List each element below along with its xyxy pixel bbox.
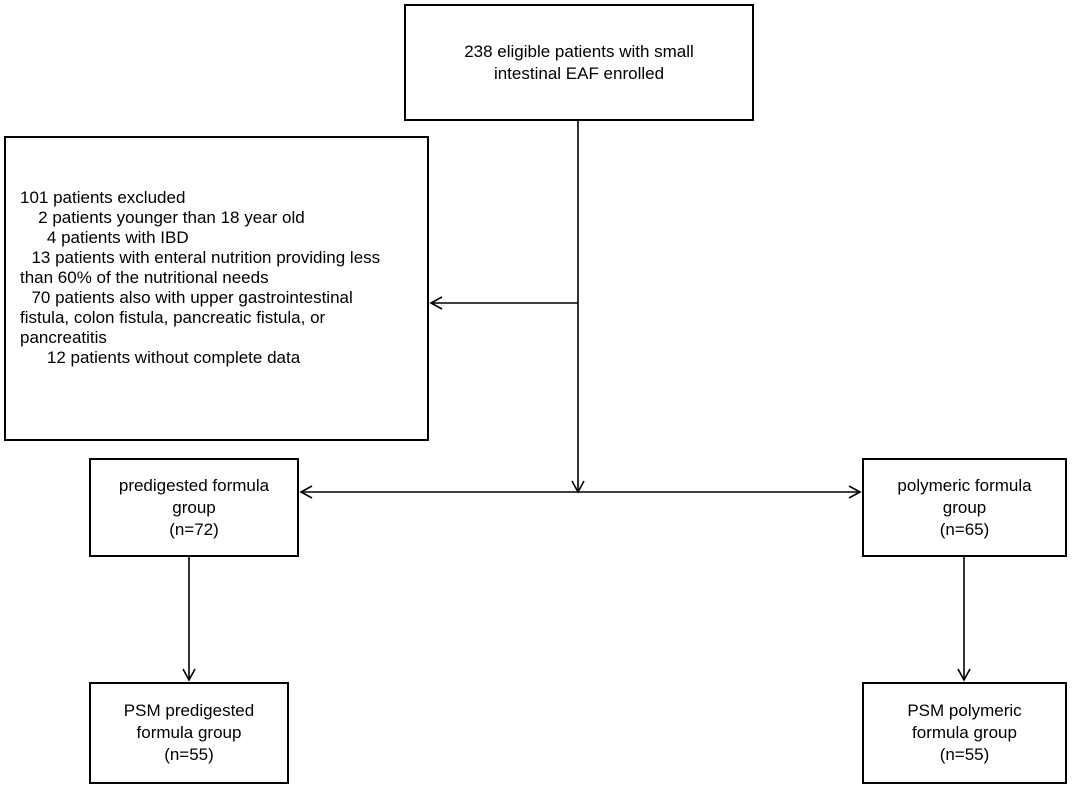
psm-polymeric-line-1: PSM polymeric — [907, 701, 1022, 720]
excluded-line-1: 101 patients excluded — [20, 188, 186, 207]
psm-polymeric-group-box: PSM polymeric formula group (n=55) — [862, 682, 1067, 784]
polymeric-line-2: group — [942, 497, 987, 517]
excluded-patients-box: 101 patients excluded 2 patients younger… — [4, 136, 429, 441]
enrolled-line-1: 238 eligible patients with small — [464, 41, 694, 61]
enrolled-patients-box: 238 eligible patients with small intesti… — [404, 4, 754, 121]
psm-predigested-line-1: PSM predigested — [123, 701, 255, 720]
psm-predigested-group-box: PSM predigested formula group (n=55) — [89, 682, 289, 784]
polymeric-line-1: polymeric formula — [897, 475, 1032, 495]
excluded-line-5: than 60% of the nutritional needs — [20, 268, 269, 287]
predigested-line-2: group — [172, 497, 216, 517]
psm-polymeric-line-2: formula group — [912, 723, 1017, 742]
enrolled-line-2: intestinal EAF enrolled — [493, 63, 665, 83]
psm-predigested-line-2: formula group — [136, 723, 242, 742]
predigested-group-box: predigested formula group (n=72) — [89, 458, 299, 557]
excluded-line-7: fistula, colon fistula, pancreatic fistu… — [20, 308, 326, 327]
polymeric-group-box: polymeric formula group (n=65) — [862, 458, 1067, 557]
excluded-line-8: pancreatitis — [20, 328, 107, 347]
excluded-line-4: 13 patients with enteral nutrition provi… — [22, 248, 381, 267]
excluded-line-3: 4 patients with IBD — [28, 228, 189, 247]
psm-predigested-line-3: (n=55) — [164, 745, 214, 764]
excluded-line-9: 12 patients without complete data — [28, 348, 301, 367]
psm-polymeric-line-3: (n=55) — [939, 745, 990, 764]
excluded-line-2: 2 patients younger than 18 year old — [24, 208, 305, 227]
predigested-line-3: (n=72) — [169, 519, 219, 539]
polymeric-line-3: (n=65) — [939, 519, 990, 539]
predigested-line-1: predigested formula — [118, 475, 270, 495]
excluded-line-6: 70 patients also with upper gastrointest… — [22, 288, 353, 307]
